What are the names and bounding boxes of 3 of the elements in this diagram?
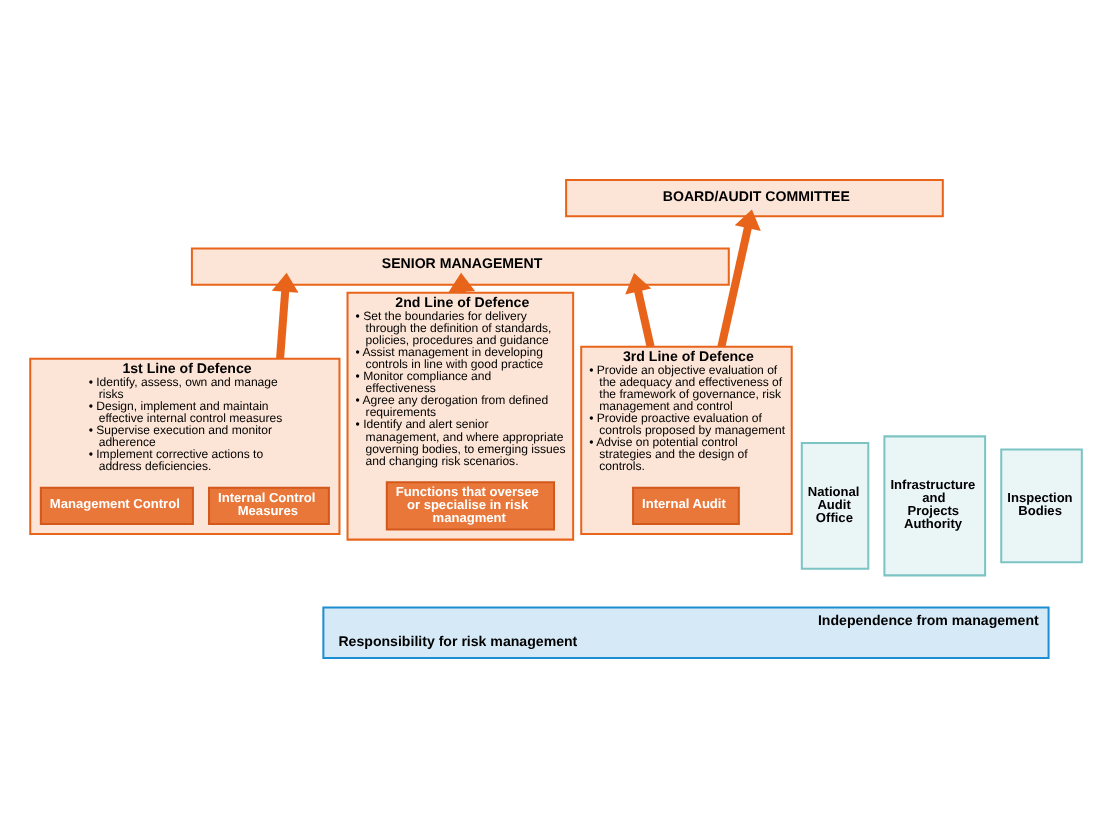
arrow	[271, 271, 299, 359]
arrow	[717, 208, 761, 347]
arrow	[625, 271, 655, 347]
